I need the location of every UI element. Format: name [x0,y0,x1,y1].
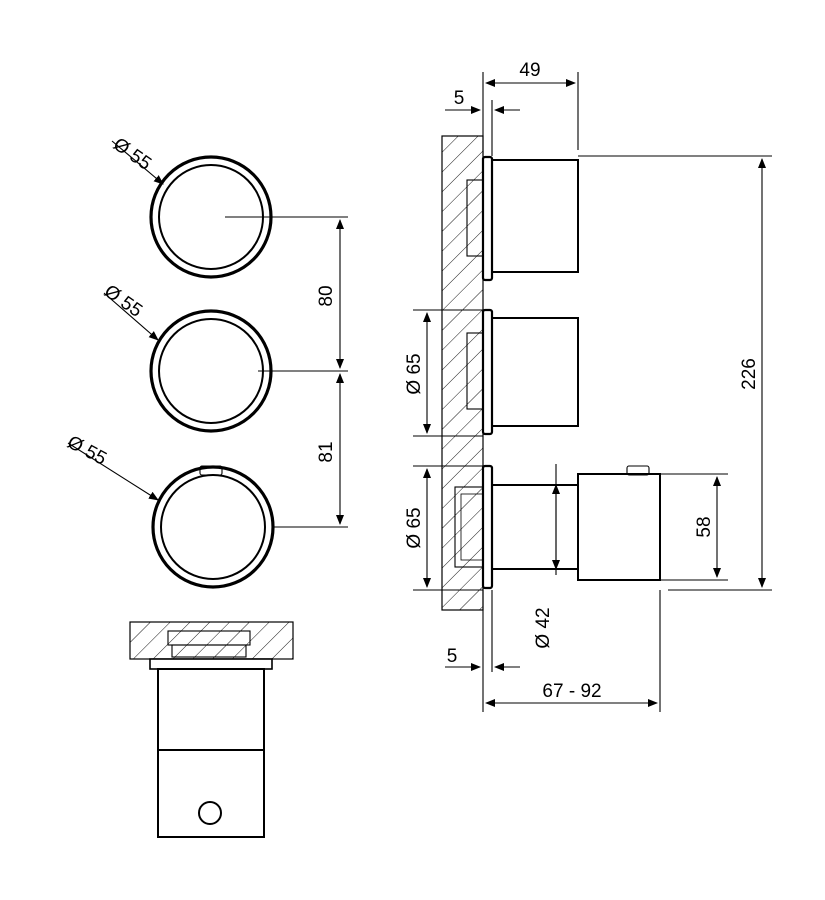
flange-plate [149,658,273,670]
button-icon [198,801,222,825]
flange-diameter-label: Ø 65 [404,507,425,548]
valve-body [171,644,247,658]
bottom-view [129,621,294,838]
knob-body-side [157,668,265,838]
spacing-label: 81 [316,441,337,462]
knob-bottom [151,465,275,589]
knob-diameter-label: Ø 55 [109,134,155,175]
knob-diameter-label: Ø 55 [64,432,110,470]
leader-line [103,292,159,341]
wall-section [129,621,294,660]
total-height-label: 226 [739,358,760,390]
knob-height-label: 58 [694,516,715,537]
spacing-label: 80 [316,285,337,306]
depth-label: 49 [519,60,540,81]
flange-diameter-label: Ø 65 [404,353,425,394]
projection-label: 67 - 92 [542,681,601,702]
plate-thickness-label: 5 [454,88,465,109]
side-unit-top [466,155,579,282]
front-view: Ø 55 Ø 55 Ø 55 80 81 [64,134,348,589]
leader-line [67,442,159,501]
wall-section [441,135,484,611]
leader-line [111,140,164,185]
knob-diameter-label: Ø 55 [100,281,146,322]
knob-middle [149,309,273,433]
side-view: 49 5 Ø 65 Ø 65 Ø 42 58 226 5 [404,60,772,712]
side-unit-middle [466,308,579,436]
body-diameter-label: Ø 42 [533,607,554,648]
plate-thickness-label: 5 [447,646,458,667]
side-unit-bottom [454,464,661,590]
